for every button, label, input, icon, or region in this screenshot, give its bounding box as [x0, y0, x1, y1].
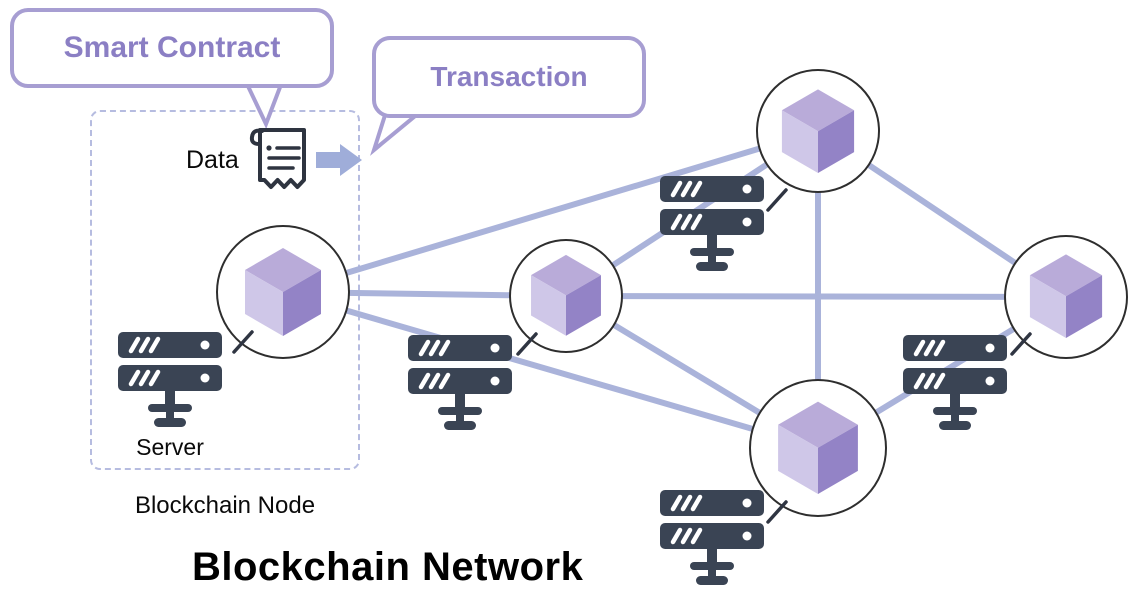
diagram-title: Blockchain Network: [192, 545, 584, 589]
data-label: Data: [186, 146, 239, 174]
server-rack-icon: [903, 335, 1007, 430]
smart-contract-callout: Smart Contract: [10, 8, 334, 88]
server-rack-icon: [408, 335, 512, 430]
server-connector: [766, 188, 788, 212]
smart-contract-callout-tail: [242, 80, 285, 130]
transaction-callout: Transaction: [372, 36, 646, 118]
arrow-right-icon: [316, 144, 362, 176]
server-connector: [766, 500, 788, 524]
servers: [118, 176, 1032, 585]
network-nodes: [216, 69, 1128, 517]
contract-document-icon: [249, 128, 306, 189]
smart-contract-label: Smart Contract: [63, 31, 281, 64]
link-left-top: [280, 128, 821, 295]
server-connector: [232, 330, 254, 354]
server-connector: [1010, 332, 1032, 356]
server-label: Server: [136, 434, 204, 460]
server-connector: [516, 332, 538, 356]
transaction-label: Transaction: [430, 61, 588, 92]
server-rack-icon: [660, 490, 764, 585]
server-rack-icon: [660, 176, 764, 271]
blockchain-node-caption: Blockchain Node: [134, 492, 316, 519]
link-left-bottom: [280, 289, 821, 451]
blockchain-node-dashed-box: [90, 110, 360, 470]
server-rack-icon: [118, 332, 222, 427]
